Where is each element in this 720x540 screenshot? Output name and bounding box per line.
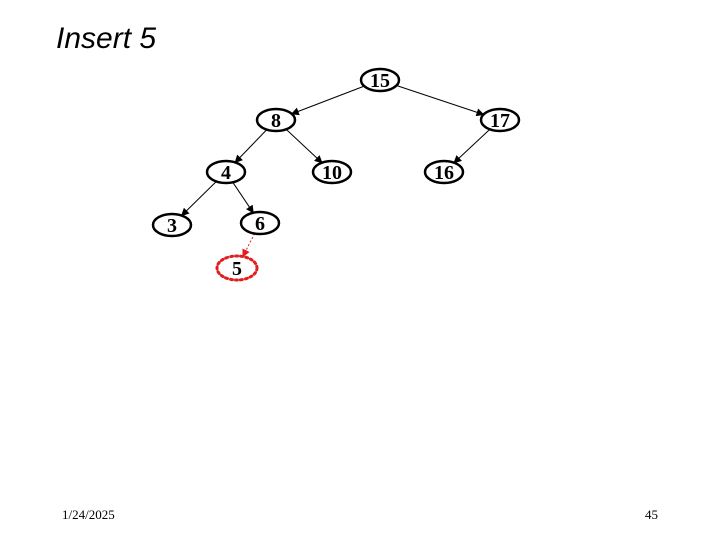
node-label: 8 xyxy=(271,110,281,132)
tree-node-16: 16 xyxy=(423,159,465,185)
node-outline xyxy=(215,254,259,282)
node-outline xyxy=(479,107,521,133)
tree-node-5: 5 xyxy=(215,254,259,282)
edge-8-to-10 xyxy=(285,128,323,164)
edge-8-to-4 xyxy=(234,129,268,164)
tree-node-6: 6 xyxy=(239,210,281,236)
node-outline xyxy=(255,107,297,133)
slide-page-number: 45 xyxy=(645,507,658,522)
node-label: 16 xyxy=(434,162,454,184)
edge-4-to-6 xyxy=(232,182,254,214)
node-outline xyxy=(239,210,281,236)
node-label: 15 xyxy=(370,70,390,92)
edge-15-to-17 xyxy=(396,85,485,117)
edge-4-to-3 xyxy=(180,181,217,217)
edge-17-to-16 xyxy=(453,128,491,164)
node-outline xyxy=(311,159,353,185)
node-outline xyxy=(359,67,401,93)
node-label: 4 xyxy=(221,162,231,184)
edges-layer xyxy=(180,85,491,258)
edge-15-to-8 xyxy=(290,85,365,116)
edge-6-to-5 xyxy=(242,233,256,258)
slide-date: 1/24/2025 xyxy=(62,507,115,522)
tree-node-3: 3 xyxy=(151,212,193,238)
node-label: 5 xyxy=(232,258,242,280)
node-outline xyxy=(151,212,193,238)
slide-title: Insert 5 xyxy=(56,22,157,55)
nodes-layer: 15 8 17 4 10 16 3 6 5 xyxy=(151,67,521,282)
node-label: 6 xyxy=(255,213,265,235)
node-outline xyxy=(423,159,465,185)
node-label: 3 xyxy=(167,215,177,237)
tree-node-17: 17 xyxy=(479,107,521,133)
tree-node-4: 4 xyxy=(205,159,247,185)
tree-node-10: 10 xyxy=(311,159,353,185)
tree-node-15: 15 xyxy=(359,67,401,93)
tree-node-8: 8 xyxy=(255,107,297,133)
node-label: 17 xyxy=(490,110,510,132)
node-outline xyxy=(205,159,247,185)
node-label: 10 xyxy=(322,162,342,184)
